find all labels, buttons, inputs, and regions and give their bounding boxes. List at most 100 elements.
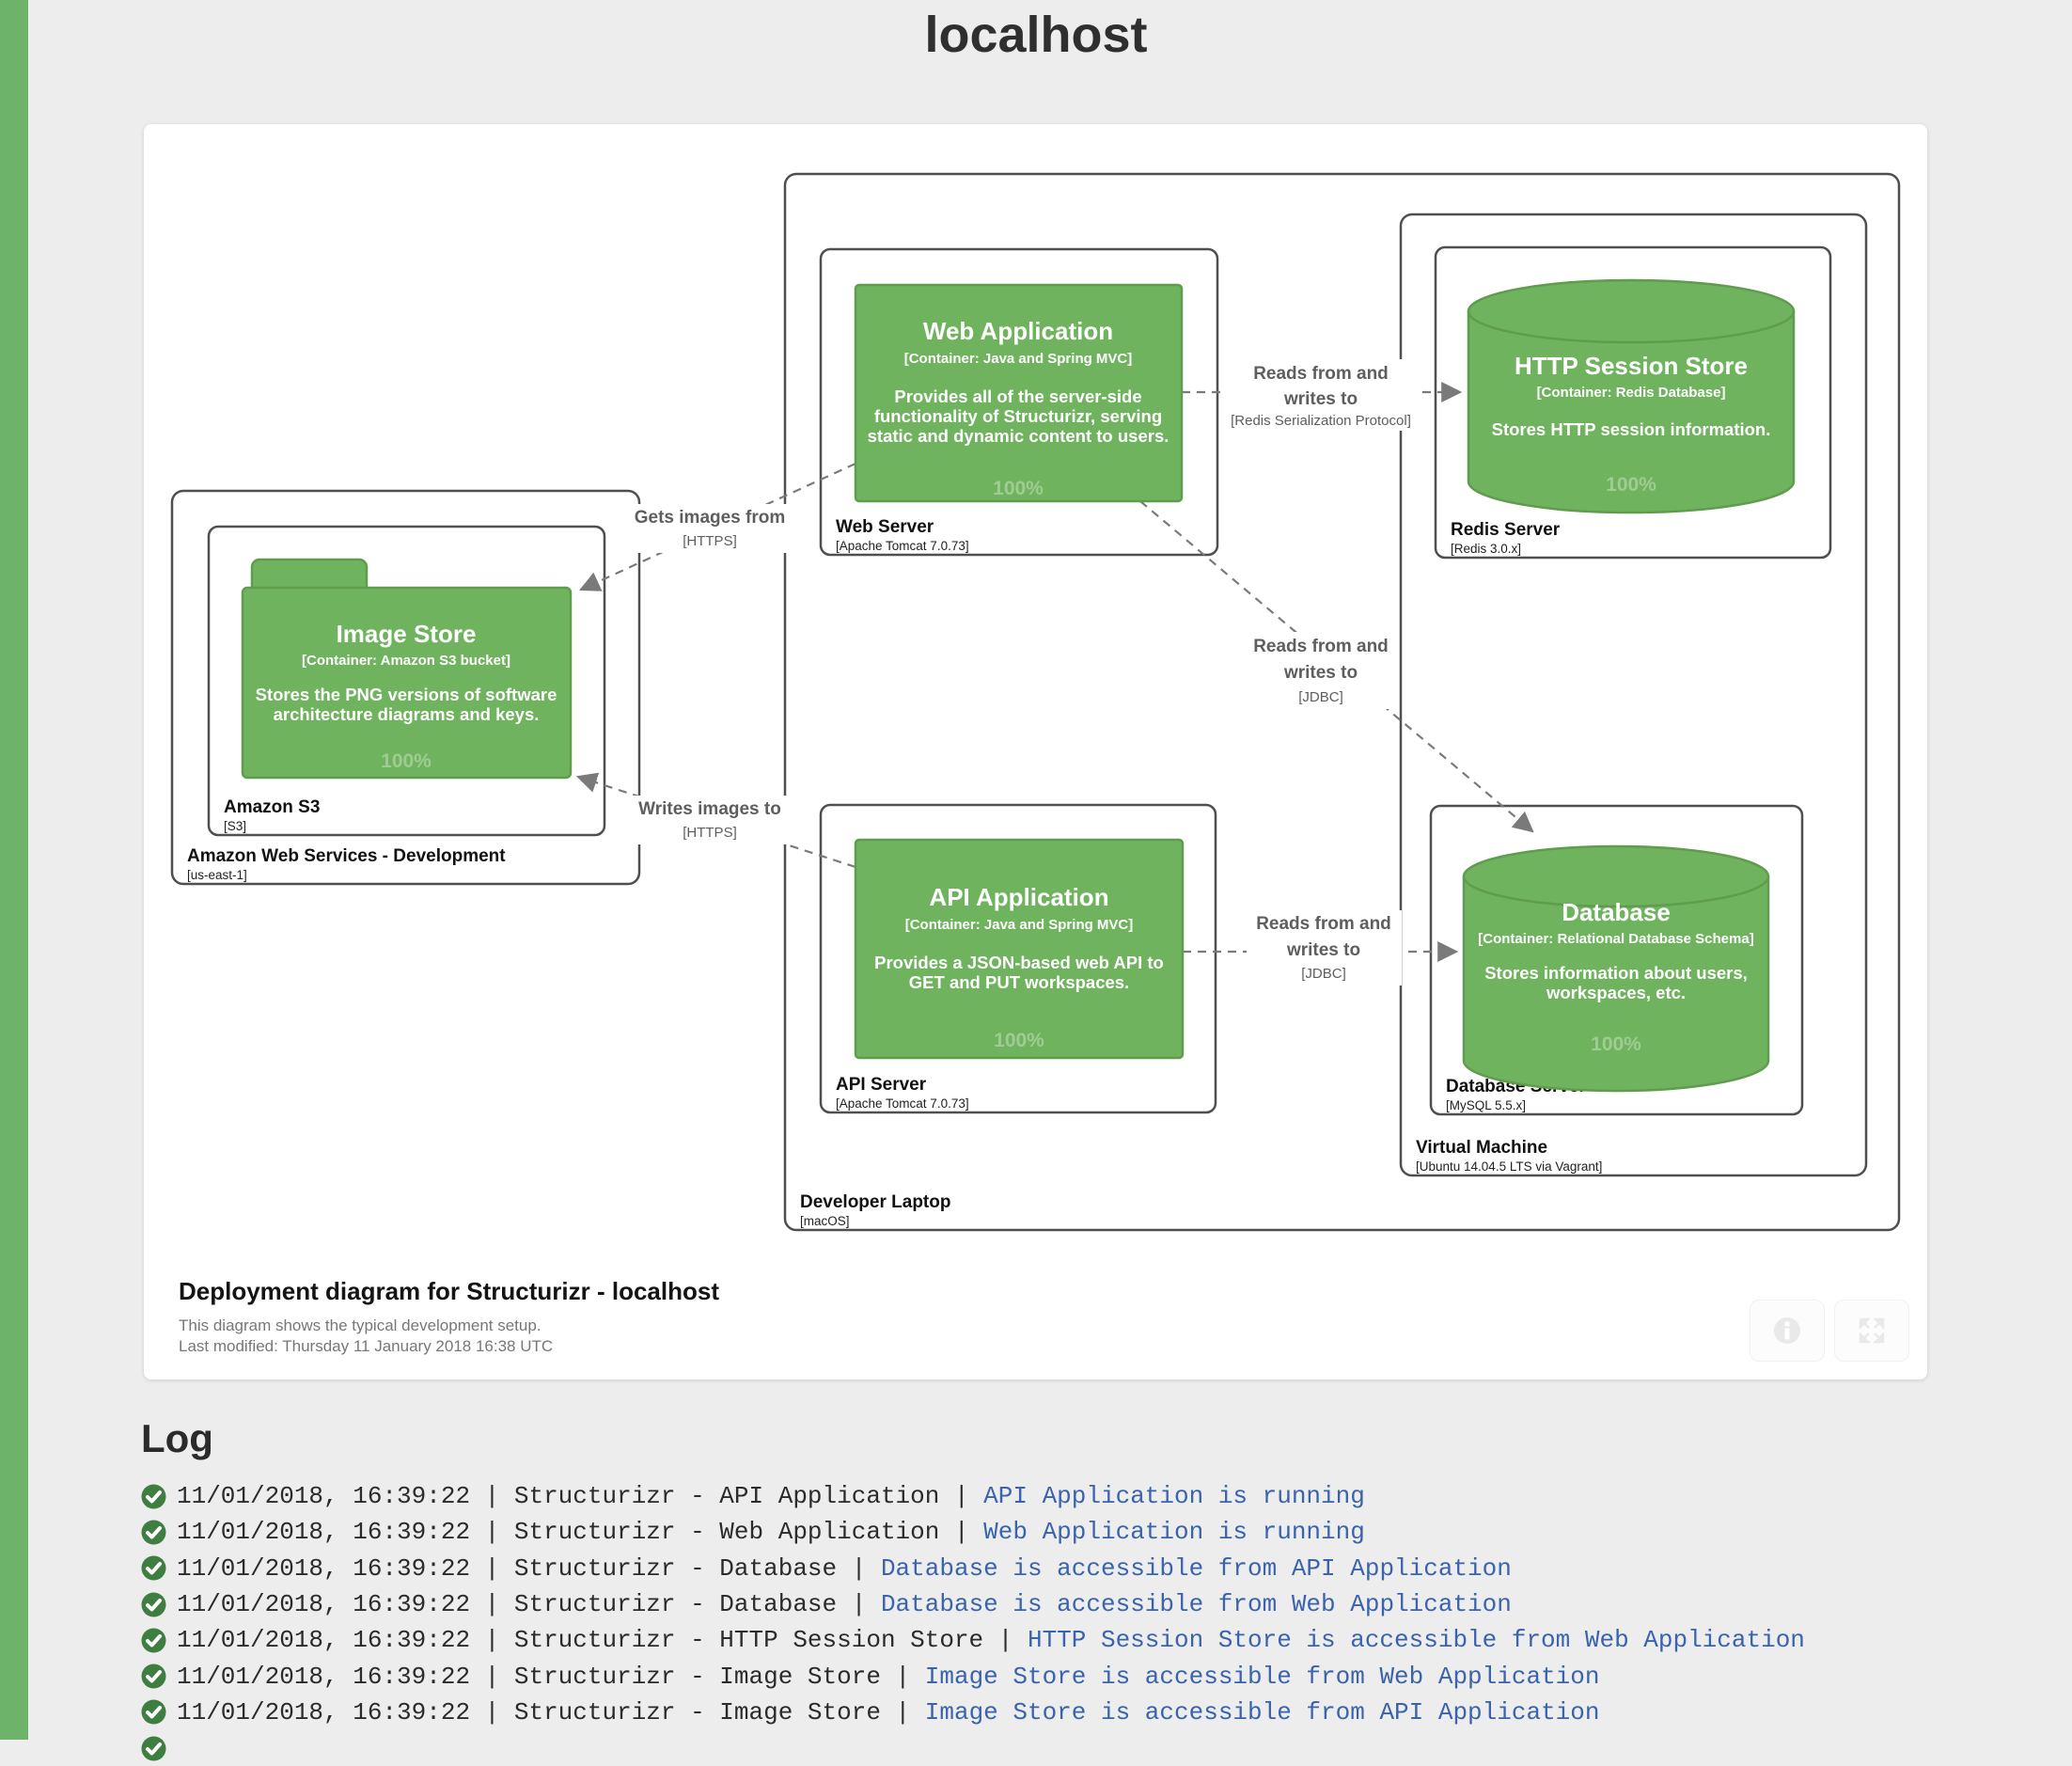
svg-text:[HTTPS]: [HTTPS] [683, 825, 737, 841]
check-circle-icon [141, 1699, 166, 1725]
log-separator: | [837, 1553, 881, 1583]
element-http-session-store[interactable]: HTTP Session Store [Container: Redis Dat… [1467, 278, 1796, 514]
log-row: 11/01/2018, 16:39:22 | Structurizr - Ima… [141, 1658, 2040, 1694]
node-meta: [Apache Tomcat 7.0.73] [836, 539, 969, 553]
log-separator: | [983, 1626, 1028, 1655]
log-message-link[interactable]: Web Application is running [983, 1518, 1365, 1547]
log-separator: | [880, 1697, 925, 1727]
node-meta: [Apache Tomcat 7.0.73] [836, 1096, 969, 1111]
info-button[interactable] [1750, 1300, 1825, 1362]
log-message-link[interactable]: HTTP Session Store is accessible from We… [1027, 1626, 1805, 1655]
svg-text:100%: 100% [1591, 1033, 1641, 1055]
log-message-link[interactable]: Image Store is accessible from Web Appli… [924, 1662, 1600, 1691]
brand-stripe [0, 0, 28, 1740]
check-circle-icon [141, 1592, 166, 1617]
log-message-link[interactable]: Image Store is accessible from API Appli… [924, 1697, 1600, 1727]
log-time: 11/01/2018, 16:39:22 [177, 1662, 471, 1691]
element-api-application[interactable]: API Application [Container: Java and Spr… [854, 838, 1185, 1060]
log-rows: 11/01/2018, 16:39:22 | Structurizr - API… [141, 1478, 2040, 1766]
diagram-title: Deployment diagram for Structurizr - loc… [179, 1277, 719, 1305]
log-separator: | [470, 1662, 514, 1691]
log-row: 11/01/2018, 16:39:22 | Structurizr - API… [141, 1478, 2040, 1514]
svg-text:Reads from and: Reads from and [1253, 637, 1389, 656]
svg-text:API Application: API Application [929, 883, 1108, 911]
svg-text:Writes images to: Writes images to [638, 799, 781, 819]
node-meta: [Redis 3.0.x] [1451, 542, 1521, 556]
diagram-panel: Developer Laptop [macOS] Virtual Machine… [144, 124, 1927, 1380]
svg-text:[Container: Java and Spring MV: [Container: Java and Spring MVC] [905, 917, 1134, 933]
log-row: 11/01/2018, 16:39:22 | Structurizr - Web… [141, 1514, 2040, 1550]
svg-text:100%: 100% [1606, 474, 1656, 496]
svg-text:[Container: Relational Databas: [Container: Relational Database Schema] [1478, 931, 1753, 947]
svg-text:[Container: Redis Database]: [Container: Redis Database] [1537, 385, 1726, 401]
log-section: Log 11/01/2018, 16:39:22 | Structurizr -… [141, 1416, 2040, 1761]
log-time: 11/01/2018, 16:39:22 [177, 1482, 471, 1511]
node-name: API Server [836, 1075, 927, 1095]
element-image-store[interactable]: Image Store [Container: Amazon S3 bucket… [241, 558, 573, 780]
diagram-toolbar [1750, 1300, 1909, 1362]
log-row: 11/01/2018, 16:39:22 | Structurizr - HTT… [141, 1622, 2040, 1658]
svg-text:workspaces, etc.: workspaces, etc. [1546, 983, 1686, 1002]
relationship-web-session-store: Reads from and writes to [Redis Serializ… [1182, 359, 1463, 431]
fullscreen-button[interactable] [1834, 1300, 1909, 1362]
log-message-link[interactable]: Database is accessible from Web Applicat… [880, 1590, 1512, 1619]
svg-text:writes to: writes to [1283, 389, 1358, 409]
svg-text:100%: 100% [994, 1030, 1044, 1051]
log-time: 11/01/2018, 16:39:22 [177, 1626, 471, 1655]
svg-text:Provides all of the server-sid: Provides all of the server-side [894, 386, 1141, 406]
svg-text:Gets images from: Gets images from [635, 508, 786, 528]
log-time: 11/01/2018, 16:39:22 [177, 1518, 471, 1547]
svg-text:Reads from and: Reads from and [1256, 914, 1391, 934]
check-circle-icon [141, 1628, 166, 1653]
svg-text:static and dynamic content to: static and dynamic content to users. [868, 426, 1169, 446]
log-message-link[interactable]: Database is accessible from API Applicat… [880, 1553, 1512, 1583]
check-circle-icon [141, 1555, 166, 1581]
svg-text:Image Store: Image Store [337, 620, 477, 648]
page-title: localhost [924, 7, 1148, 63]
diagram-caption: Deployment diagram for Structurizr - loc… [179, 1277, 719, 1357]
node-meta: [MySQL 5.5.x] [1446, 1098, 1526, 1112]
log-separator: | [470, 1553, 514, 1583]
log-source: Structurizr - Database [513, 1553, 838, 1583]
deployment-diagram: Developer Laptop [macOS] Virtual Machine… [170, 172, 1901, 1232]
svg-text:100%: 100% [993, 478, 1044, 499]
diagram-subtitle: This diagram shows the typical developme… [179, 1317, 542, 1334]
log-source: Structurizr - API Application [513, 1482, 940, 1511]
log-time: 11/01/2018, 16:39:22 [177, 1553, 471, 1583]
relationship-api-writes-images: Writes images to [HTTPS] [575, 772, 856, 869]
svg-text:writes to: writes to [1286, 940, 1360, 960]
svg-text:[Container: Amazon S3 bucket]: [Container: Amazon S3 bucket] [302, 653, 510, 669]
log-separator: | [880, 1662, 925, 1691]
check-circle-icon [141, 1520, 166, 1545]
log-separator: | [837, 1590, 881, 1619]
log-separator: | [470, 1697, 514, 1727]
log-source: Structurizr - Web Application [513, 1518, 940, 1547]
svg-text:Stores information about users: Stores information about users, [1484, 963, 1748, 983]
log-time: 11/01/2018, 16:39:22 [177, 1697, 471, 1727]
svg-text:100%: 100% [381, 750, 432, 772]
node-meta: [us-east-1] [187, 868, 247, 882]
diagram-last-modified: Last modified: Thursday 11 January 2018 … [179, 1337, 554, 1355]
node-name: Web Server [836, 517, 934, 537]
element-web-application[interactable]: Web Application [Container: Java and Spr… [854, 283, 1184, 503]
svg-text:Database: Database [1562, 898, 1671, 926]
log-source: Structurizr - Database [513, 1590, 838, 1619]
element-database[interactable]: Database [Container: Relational Database… [1462, 844, 1770, 1093]
relationship-web-database: Reads from and writes to [JDBC] [1139, 500, 1534, 833]
svg-text:Stores HTTP session informatio: Stores HTTP session information. [1492, 419, 1771, 439]
log-source: Structurizr - Image Store [513, 1697, 881, 1727]
log-separator: | [470, 1626, 514, 1655]
log-separator: | [470, 1590, 514, 1619]
node-meta: [Ubuntu 14.04.5 LTS via Vagrant] [1416, 1159, 1602, 1174]
node-meta: [macOS] [800, 1214, 850, 1228]
svg-text:Reads from and: Reads from and [1253, 364, 1389, 384]
fullscreen-icon [1859, 1317, 1885, 1344]
node-name: Amazon S3 [224, 797, 320, 817]
svg-text:HTTP Session Store: HTTP Session Store [1515, 352, 1748, 380]
log-row [141, 1730, 2040, 1766]
svg-text:Provides a JSON-based web API: Provides a JSON-based web API to [874, 953, 1164, 972]
log-message-link[interactable]: API Application is running [983, 1482, 1365, 1511]
info-icon [1774, 1317, 1800, 1344]
check-circle-icon [141, 1484, 166, 1509]
check-circle-icon [141, 1664, 166, 1689]
